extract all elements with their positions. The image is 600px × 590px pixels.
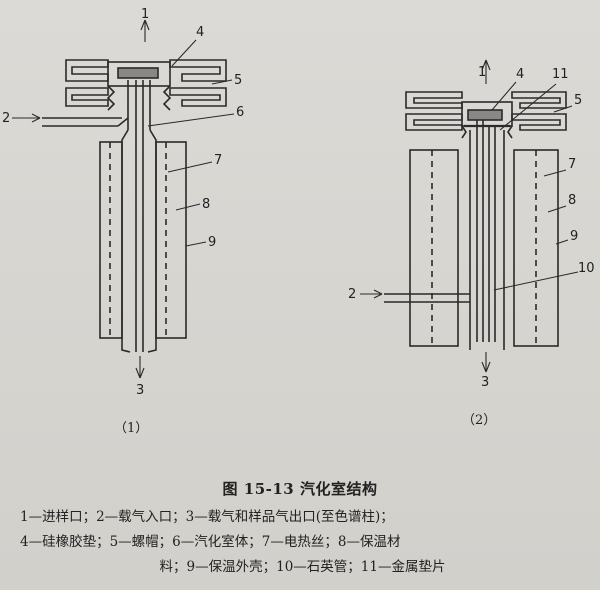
left-label-4: 4 xyxy=(196,25,204,40)
left-subfigure-label: （1） xyxy=(114,421,148,436)
right-label-2: 2 xyxy=(348,287,356,302)
right-insulation-block xyxy=(409,149,559,347)
left-label-7: 7 xyxy=(214,153,222,168)
left-label-8: 8 xyxy=(202,197,210,212)
right-quartz-tube xyxy=(469,120,505,350)
right-label-3: 3 xyxy=(481,375,489,390)
vaporization-chamber-diagram: 1 4 2 5 6 7 8 9 3 （1） 1 4 11 5 7 8 9 10 … xyxy=(2,7,595,436)
left-label-6: 6 xyxy=(236,105,244,120)
right-label-8: 8 xyxy=(568,193,576,208)
right-gas-inlet xyxy=(384,293,470,303)
left-gas-inlet xyxy=(42,117,129,127)
right-label-10: 10 xyxy=(578,261,595,276)
right-label-1: 1 xyxy=(478,65,486,80)
figure-caption: 图 15-13 汽化室结构 xyxy=(222,480,378,498)
right-figure-labels: 1 4 11 5 7 8 9 10 2 3 （2） xyxy=(348,65,595,428)
right-label-9: 9 xyxy=(570,229,578,244)
right-subfigure-label: （2） xyxy=(462,413,496,428)
right-label-4: 4 xyxy=(516,67,524,82)
right-label-7: 7 xyxy=(568,157,576,172)
left-label-9: 9 xyxy=(208,235,216,250)
left-figure-labels: 1 4 2 5 6 7 8 9 3 （1） xyxy=(2,7,244,436)
left-label-1: 1 xyxy=(141,7,149,22)
left-septum xyxy=(117,67,159,79)
left-label-3: 3 xyxy=(136,383,144,398)
left-label-2: 2 xyxy=(2,111,10,126)
right-septum xyxy=(467,109,503,121)
legend-line-3: 料；9—保温外壳；10—石英管；11—金属垫片 xyxy=(159,559,446,575)
left-chamber-body xyxy=(121,80,157,353)
figure-legend: 1—进样口；2—载气入口；3—载气和样品气出口(至色谱柱)； 4—硅橡胶垫；5—… xyxy=(20,505,585,580)
legend-line-1: 1—进样口；2—载气入口；3—载气和样品气出口(至色谱柱)； xyxy=(20,509,394,525)
right-label-5: 5 xyxy=(574,93,582,108)
right-label-11: 11 xyxy=(552,67,569,82)
left-nut xyxy=(65,59,227,111)
left-insulation-block xyxy=(99,141,187,339)
legend-line-2: 4—硅橡胶垫；5—螺帽；6—汽化室体；7—电热丝；8—保温材 xyxy=(20,534,401,550)
left-label-5: 5 xyxy=(234,73,242,88)
